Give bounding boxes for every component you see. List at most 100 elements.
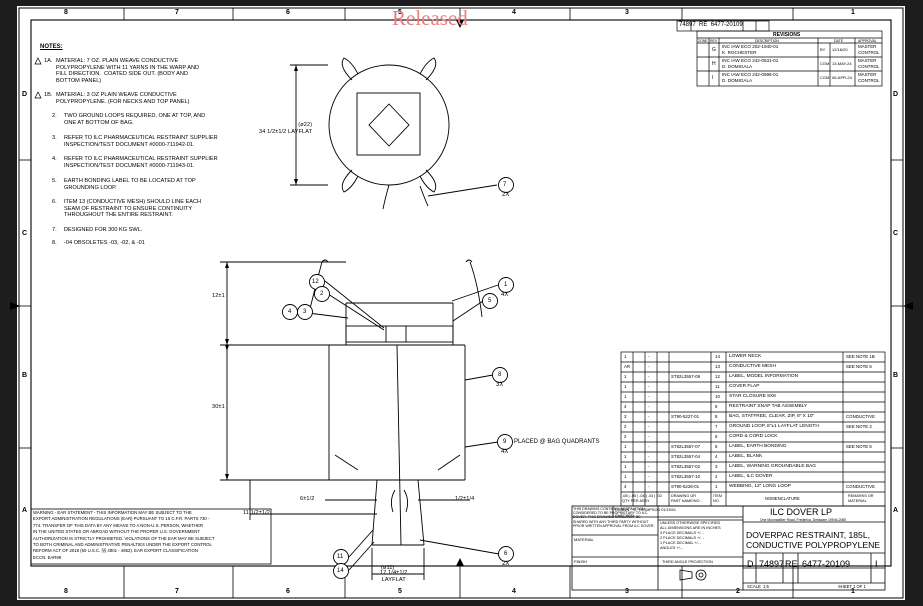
bom-part-number: ST82L3557-04	[671, 454, 701, 459]
bom-item-no: 5	[715, 444, 718, 449]
zone-left-b: B	[22, 372, 28, 379]
export-warning: WARNING - EAR STATEMENT - THIS INFORMATI…	[33, 510, 215, 560]
zone-bottom-5: 5	[398, 588, 402, 595]
zone-bottom-6: 6	[286, 588, 290, 595]
bom-item-no: 8	[715, 414, 718, 419]
material-label: MATERIAL	[574, 537, 594, 542]
bom-nomenclature: LOWER NECK	[729, 354, 762, 359]
bom-part-number: ST90-5227-01	[671, 414, 700, 419]
zone-bottom-3: 3	[625, 588, 629, 595]
bom-remarks: CONDUCTIVE	[846, 484, 876, 489]
dim-bottom-right: 1/2±1/4	[455, 496, 475, 502]
company-address: One Moonwalker Road, Frederica, Delaware…	[760, 518, 847, 522]
zone-left-a: A	[22, 507, 28, 514]
bom-dash: -	[648, 424, 650, 429]
rev-h-by: CGM	[820, 61, 830, 66]
bom-nomenclature: LABEL, WARNING GROUNDABLE BAG	[729, 464, 816, 469]
zone-bottom-7: 7	[175, 588, 179, 595]
note-6: 6.ITEM 13 (CONDUCTIVE MESH) SHOULD LINE …	[52, 199, 201, 219]
note-number: 1A.	[44, 58, 53, 64]
zone-right-c: C	[893, 230, 899, 237]
zone-top-6: 6	[286, 9, 290, 16]
rev-col-zone: ZONE	[698, 39, 708, 43]
bom-nomenclature: CONDUCTIVE MESH	[729, 364, 776, 369]
callout-1: 1	[504, 282, 508, 288]
bom-remarks: SEE NOTE 2	[846, 424, 872, 429]
rev-col-approval: APPROVAL	[858, 39, 877, 43]
bom-nomenclature: GROUND LOOP, 8"±1 LAYFLAT LENGTH	[729, 424, 819, 429]
dim-neck: 12±1	[212, 293, 225, 299]
bom-part-number: ST90-5228-01	[671, 484, 700, 489]
zone-top-1: 1	[851, 9, 855, 16]
bom-nomenclature: LABEL, ILC DOVER	[729, 474, 773, 479]
bom-dash: -	[648, 484, 650, 489]
rev-g-approval: MASTER CONTROL	[858, 44, 880, 55]
bom-footer-nomenclature: NOMENCLATURE	[765, 496, 800, 501]
released-watermark: Released	[392, 6, 468, 30]
revisions-title: REVISIONS	[773, 32, 801, 38]
dim-top-layflat: (ø22) 34 1/2±1/2 LAYFLAT	[259, 122, 313, 135]
proprietary-notice: THIS DRAWING CONTAINS INFORMATION CONSID…	[573, 507, 655, 528]
callout-5: 5	[488, 298, 492, 304]
bom-dash: -	[648, 354, 650, 359]
bom-nomenclature: LABEL, MODEL INFORMATION	[729, 374, 799, 379]
note-text: MATERIAL: 3 OZ PLAIN WEAVE CONDUCTIVE PO…	[56, 92, 190, 105]
bom-item-no: 2	[715, 474, 718, 479]
note-4: 4.REFER TO ILC PHARMACEUTICAL RESTRAINT …	[52, 156, 218, 169]
bom-remarks: SEE NOTE 6	[846, 364, 872, 369]
notes-heading: NOTES:	[40, 44, 63, 50]
bom-dash: -	[648, 454, 650, 459]
rev-i-approval: MASTER CONTROL	[858, 72, 880, 83]
note-number: 4.	[52, 156, 57, 162]
rev-col-description: DESCRIPTION	[755, 39, 779, 43]
callout-12: 12	[312, 279, 319, 285]
bom-item-no: 9	[715, 404, 718, 409]
bom-qty: 1	[624, 384, 627, 389]
rev-h-desc: INC IAW ECO 242-0531-01 D. DOMIGALA	[722, 58, 779, 69]
bom-qty: 1	[624, 464, 627, 469]
bom-qty: 4	[624, 484, 627, 489]
sheet-label: SHEET 1 OF 1	[838, 584, 866, 589]
callout-8: 8	[498, 372, 502, 378]
rev-g-by: BY	[820, 47, 826, 52]
bom-qty: 2	[624, 434, 627, 439]
placed-note: PLACED @ BAG QUADRANTS	[514, 439, 600, 445]
bom-dash: -	[648, 444, 650, 449]
drawing-number: 6477-20109	[802, 559, 851, 569]
zone-top-5: 5	[398, 9, 402, 16]
bom-item-no: 12	[715, 374, 720, 379]
callout-14: 14	[337, 568, 344, 574]
note-7: 7.DESIGNED FOR 300 KG SWL.	[52, 227, 142, 234]
note-number: 7.	[52, 227, 57, 233]
zone-bottom-8: 8	[64, 588, 68, 595]
dim-body: 30±1	[212, 404, 225, 410]
release-code: RE	[785, 559, 798, 569]
zone-bottom-4: 4	[512, 588, 516, 595]
rev-g-desc: INC IAW ECO 202-1940-01 K. ROCHESTER	[722, 44, 779, 55]
bom-nomenclature: LABEL, EARTH BONDING	[729, 444, 787, 449]
bom-qty: 1	[624, 354, 627, 359]
callout-8-qty: 3X	[496, 382, 504, 388]
bom-footer-qty: -08 | -05 | -04 | -03 | -02 QTY PER ASSY	[622, 494, 662, 503]
rev-i-desc: INC IAW ECO 242-0696-01 D. DOMIGALA	[722, 72, 779, 83]
note-text: -04 OBSOLETES -03, -02, & -01	[64, 240, 145, 246]
callout-1-qty: 4X	[501, 292, 509, 298]
note-number: 5.	[52, 178, 57, 184]
bom-item-no: 11	[715, 384, 720, 389]
note-8: 8.-04 OBSOLETES -03, -02, & -01	[52, 240, 145, 247]
bom-nomenclature: STAR CLOSURE 8X8	[729, 394, 776, 399]
zone-right-a: A	[893, 507, 899, 514]
zone-top-3: 3	[625, 9, 629, 16]
callout-11: 11	[337, 554, 344, 560]
zone-bottom-2: 2	[736, 588, 740, 595]
rev-i-date: 06-APR-24	[832, 75, 852, 80]
bom-footer-item: ITEM NO.	[713, 494, 723, 503]
projection-label: THIRD ANGLE PROJECTION	[662, 560, 713, 564]
bom-part-number: ST82L3557-02	[671, 464, 701, 469]
callout-9-qty: 4X	[501, 449, 509, 455]
callout-7-qty: 2X	[502, 192, 510, 198]
company-name: ILC DOVER LP	[770, 507, 833, 517]
bom-qty: 1	[624, 454, 627, 459]
bom-nomenclature: BAG, STATFREE, CLEAR, ZIP, 8" X 10"	[729, 414, 815, 419]
bom-qty: 1	[624, 444, 627, 449]
